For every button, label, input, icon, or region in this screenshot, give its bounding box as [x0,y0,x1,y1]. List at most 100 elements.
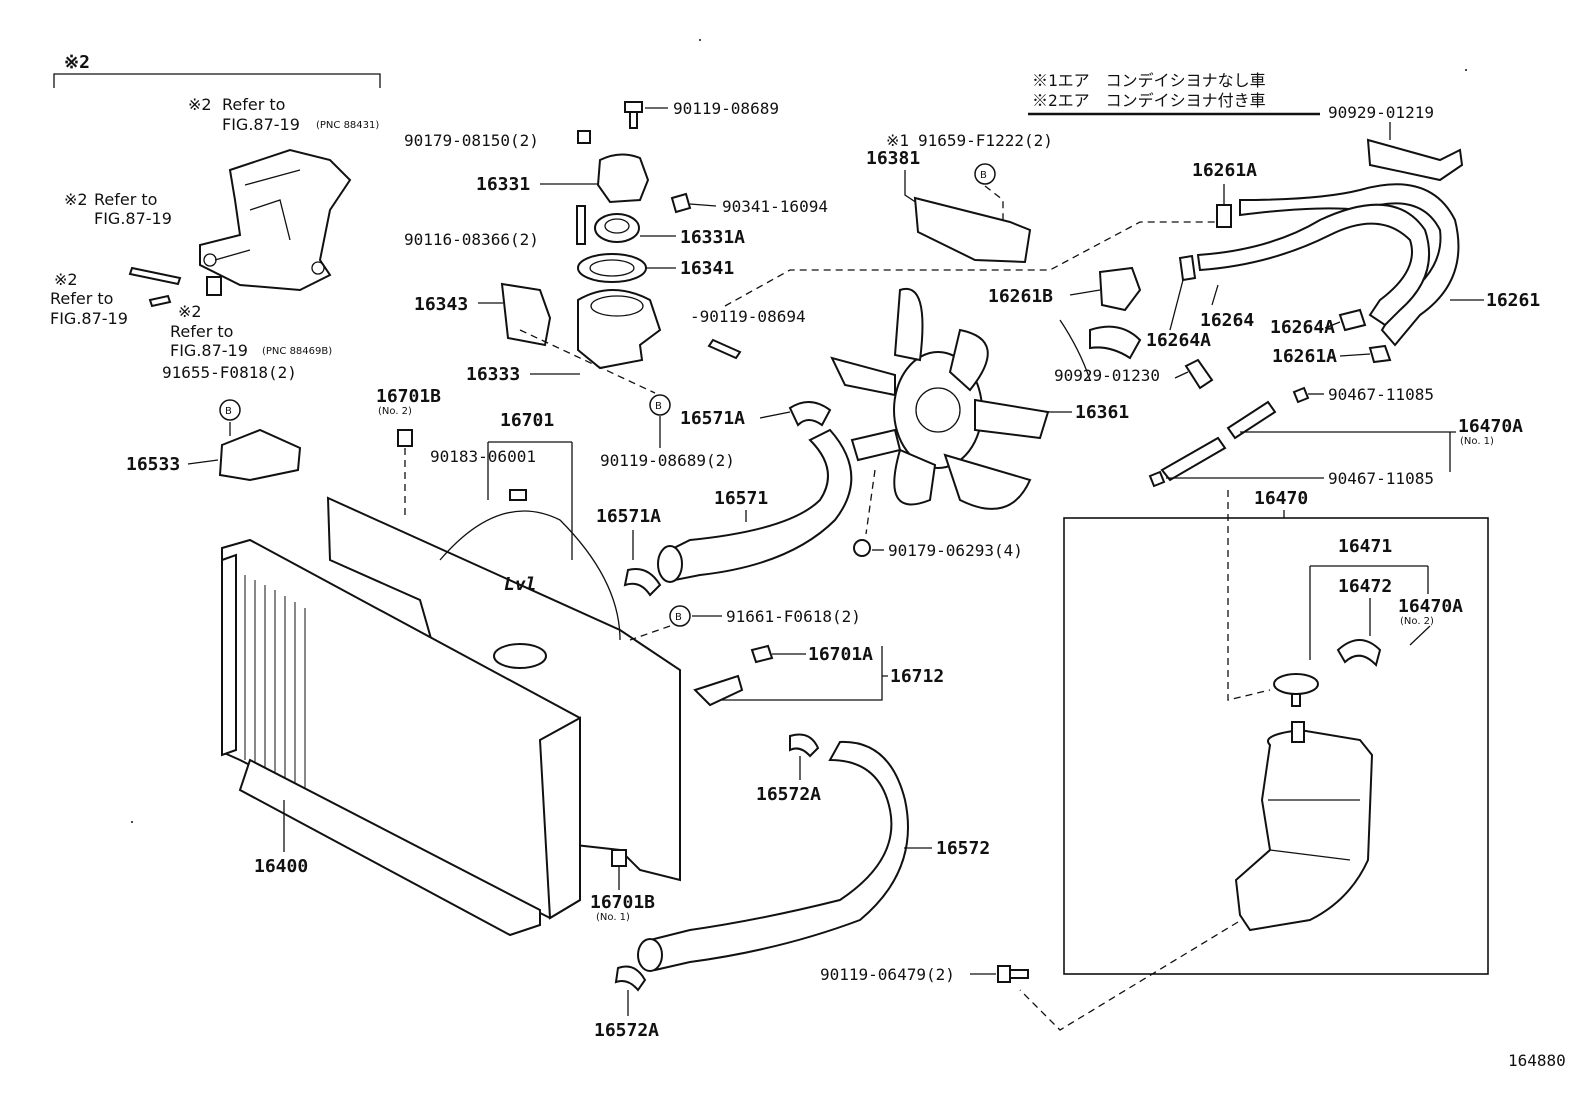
clip-icon [509,489,527,501]
clip-icon [750,644,774,664]
nut-icon [577,130,591,144]
nut-icon [853,539,871,557]
hose-joint-icon [1098,266,1142,312]
label-90183-06001: 90183-06001 [430,447,536,466]
overflow-hose-upper [1226,400,1277,440]
ref3-line2: FIG.87-19 [50,309,128,328]
label-16470A-1-no: (No. 1) [1460,436,1494,447]
label-16261B: 16261B [988,286,1053,307]
ref4-line2: FIG.87-19 [170,341,248,360]
hose-16264 [1196,203,1431,327]
ref3-line1: Refer to [50,289,113,308]
b-mark-text: B [225,406,232,417]
label-16571: 16571 [714,488,768,509]
fan-guide-bracket [913,196,1032,264]
label-16701A: 16701A [808,644,873,665]
nut-icon [148,294,172,308]
label-16472: 16472 [1338,576,1392,597]
thermostat-icon [594,213,640,243]
radiator-group: Lvl 16400 16701B (No. 2) 16701 90183-060… [221,386,944,937]
ref1-pnc: (PNC 88431) [316,120,379,131]
hose-clamp-icon [623,568,662,597]
lower-radiator-hose [648,740,909,972]
clamp-icon [1184,358,1214,390]
label-16361: 16361 [1075,402,1129,423]
bracket-marker: ※2 [64,52,90,73]
compressor-bracket [199,148,352,292]
label-16341: 16341 [680,258,734,279]
hose-clamp-icon [614,965,647,992]
label-16701B-top: 16701B [376,386,441,407]
gasket-icon [577,253,647,283]
label-16470: 16470 [1254,488,1308,509]
radiator-cap [493,643,547,669]
label-90467-a: 90467-11085 [1328,385,1434,404]
label-16343: 16343 [414,294,468,315]
insulator-icon [218,428,302,482]
label-91659-mark: ※1 [886,131,909,150]
legend-note2: ※2エア コンデイシヨナ付き車 [1032,91,1266,110]
radiator-lower-tank [238,758,541,937]
fan-blade [943,453,1032,510]
ref4-mark: ※2 [178,302,202,321]
fan-blade [850,428,902,462]
upper-hose-group: 16571A 16571 16571A [596,401,853,597]
label-16572A-a: 16572A [756,784,821,805]
label-16572: 16572 [936,838,990,859]
ref1-line1: Refer to [222,95,285,114]
label-16533: 16533 [126,454,180,475]
b-mark-icon [649,394,671,416]
label-90929-01219: 90929-01219 [1328,103,1434,122]
label-16701: 16701 [500,410,554,431]
ac-bracket-group: ※2 ※2 Refer to FIG.87-19 (PNC 88431) ※2 … [50,52,381,360]
label-16571A-a: 16571A [680,408,745,429]
ref4-line1: Refer to [170,322,233,341]
fan-blade [948,328,989,392]
legend-note1: ※1エア コンデイシヨナなし車 [1032,71,1266,90]
label-16261A-top: 16261A [1192,160,1257,181]
label-90119-08689b: 90119-08689(2) [600,451,735,470]
fan-blade [893,287,924,362]
upper-radiator-hose [668,428,853,582]
label-16264A-left: 16264A [1146,330,1211,351]
reservoir-group: 16470 16471 16472 16470A (No. 2) [1019,488,1489,1031]
hose-elbow [1089,325,1142,360]
clip-icon [397,429,413,447]
hose-clamp-bracket [1366,138,1464,182]
b-mark-text: B [655,401,662,412]
b-mark-text: B [980,170,987,181]
label-16470A-2: 16470A [1398,596,1463,617]
ref2-mark: ※2 [64,190,88,209]
label-16333: 16333 [466,364,520,385]
overflow-hose-group: 90467-11085 90467-11085 16470A (No. 1) [1148,385,1523,488]
hose-clip-icon [1216,204,1232,228]
label-90179-08150: 90179-08150(2) [404,131,539,150]
clip-icon [1148,470,1166,488]
hose-clamp-icon [789,733,820,758]
fan-blade [893,448,937,506]
svg-text:Lvl: Lvl [504,574,537,595]
overflow-hose-lower [1160,436,1227,482]
b-mark-text: B [675,612,682,623]
tank-filler-neck [1291,721,1305,743]
label-16261: 16261 [1486,290,1540,311]
bypass-hose-group: ※1エア コンデイシヨナなし車 ※2エア コンデイシヨナ付き車 90929-01… [988,71,1540,390]
label-90119-08689a: 90119-08689 [673,99,779,118]
water-outlet [596,153,650,204]
clip-icon [611,849,627,867]
clip-icon [1292,386,1310,404]
fan-blade [830,356,896,397]
guide-icon [693,674,744,707]
label-16571A-b: 16571A [596,506,661,527]
fan-blade [974,398,1050,440]
diagram-number: 164880 [1508,1051,1566,1070]
label-90929-01230: 90929-01230 [1054,366,1160,385]
label-16331: 16331 [476,174,530,195]
ref2-line1: Refer to [94,190,157,209]
ref1-line2: FIG.87-19 [222,115,300,134]
label-16400: 16400 [254,856,308,877]
lower-hose-group: 16572A 16572 16572A 90119-06479(2) [594,733,1029,1041]
b-mark-icon [974,163,996,185]
